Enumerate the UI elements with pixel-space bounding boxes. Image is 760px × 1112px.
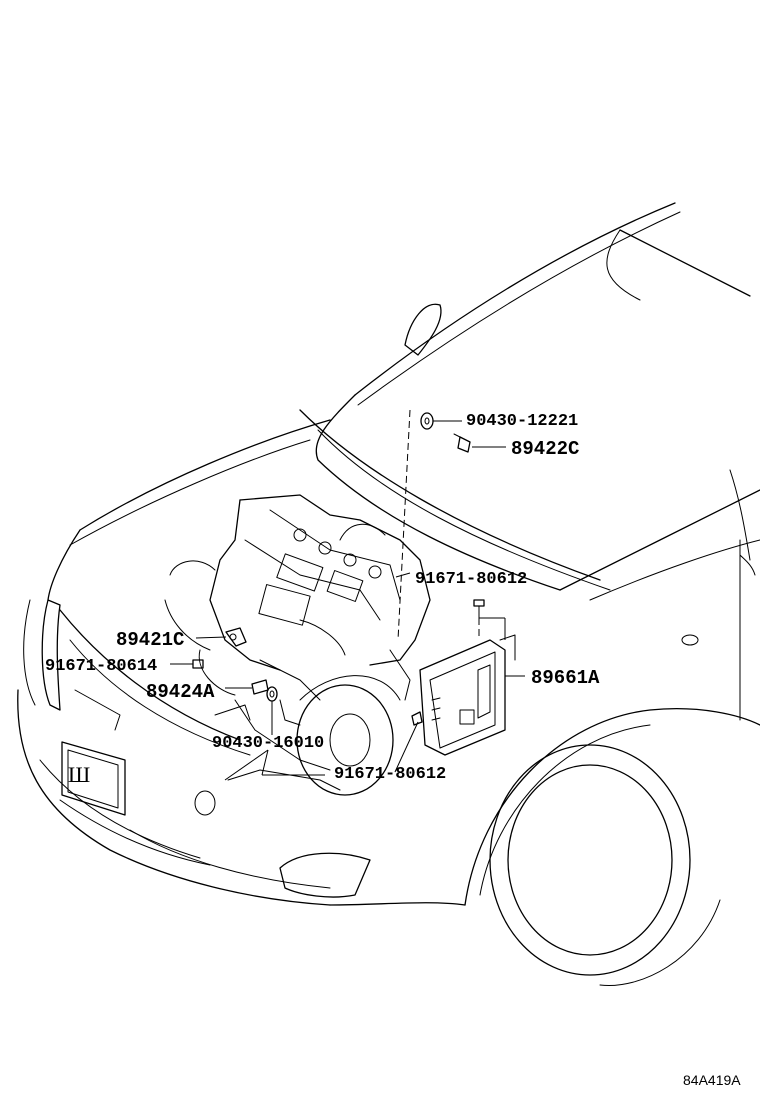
callout-90430-16010[interactable]: 90430-16010 (212, 734, 324, 753)
bolt-icon (473, 599, 485, 619)
callout-89424a[interactable]: 89424A (146, 681, 215, 703)
gasket-washer-icon (420, 412, 434, 430)
leader-lines (170, 409, 525, 781)
position-sensor-icon[interactable] (225, 627, 247, 647)
callout-90430-12221[interactable]: 90430-12221 (466, 412, 578, 431)
car-body-illustration: Ш (17, 202, 760, 987)
engine-illustration (164, 494, 431, 791)
bolt-icon (411, 711, 423, 726)
temperature-sensor-icon[interactable] (453, 433, 471, 453)
sensor-icon[interactable] (251, 679, 269, 695)
callout-89421c[interactable]: 89421C (116, 629, 184, 651)
callout-91671-80612-lower[interactable]: 91671-80612 (334, 765, 446, 784)
diagram-reference-code: 84A419A (683, 1072, 741, 1088)
callout-91671-80614[interactable]: 91671-80614 (45, 657, 157, 676)
callout-89661a[interactable]: 89661A (531, 667, 600, 689)
gasket-washer-icon (266, 686, 278, 702)
engine-control-module-icon[interactable] (419, 634, 516, 756)
callout-89422c[interactable]: 89422C (511, 438, 579, 460)
plate-glyph: Ш (68, 762, 90, 787)
callout-91671-80612-upper[interactable]: 91671-80612 (415, 570, 527, 589)
bolt-icon (192, 659, 204, 669)
